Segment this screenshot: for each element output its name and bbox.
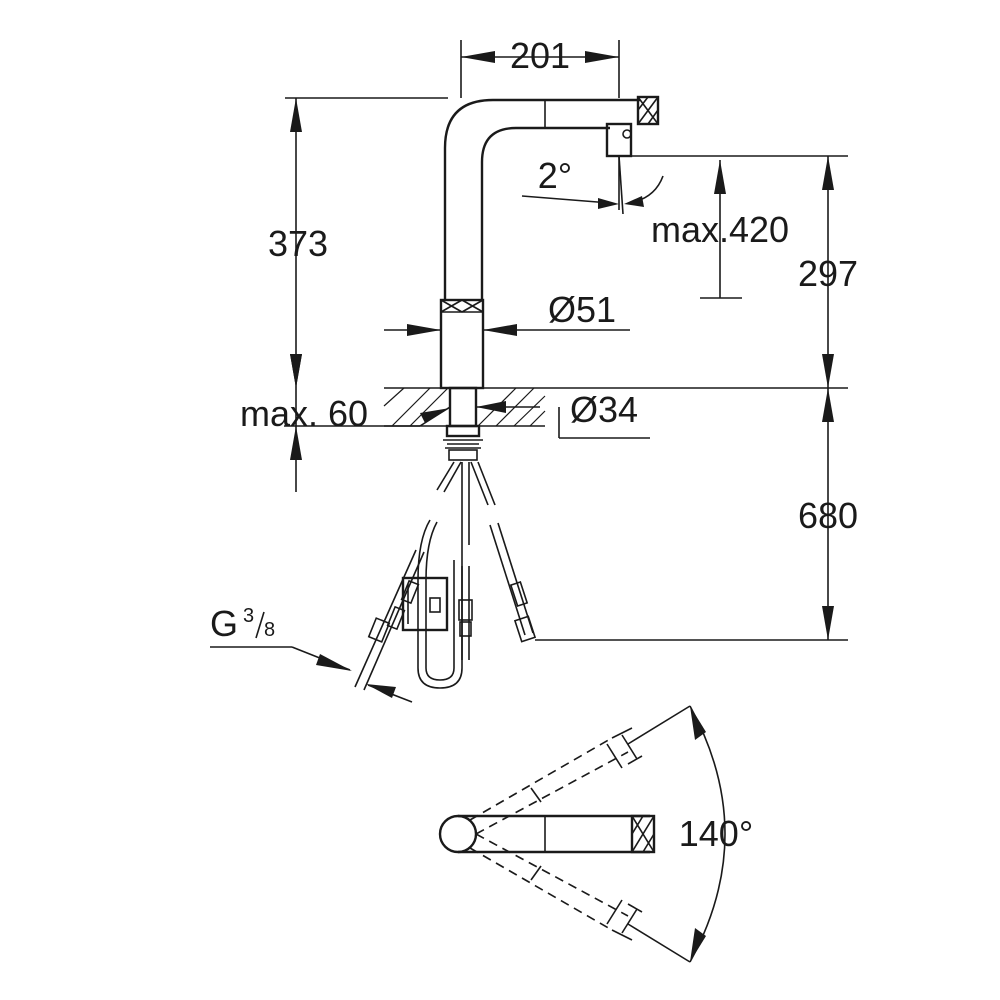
faucet-side-view	[439, 95, 660, 390]
pull-out-label: max.420	[651, 209, 789, 250]
dim-deck-thickness: max. 60	[240, 354, 451, 492]
connection-thread-denominator: 8	[264, 619, 275, 641]
connection-thread-numerator: 3	[243, 605, 254, 627]
dim-spout-reach: 201	[460, 35, 620, 98]
body-height-label: 373	[268, 223, 328, 264]
dim-outlet-height: 297	[631, 155, 858, 388]
hose-length-label: 680	[798, 495, 858, 536]
faucet-top-view: 140°	[438, 705, 753, 963]
swivel-angle-label: 140°	[679, 813, 753, 854]
connection-thread-letter: G	[210, 603, 238, 644]
outlet-height-label: 297	[798, 253, 858, 294]
dim-connection-thread: G 3 8	[210, 603, 413, 703]
body-diameter-label: Ø51	[548, 289, 616, 330]
hole-diameter-label: Ø34	[570, 389, 638, 430]
dim-pull-out: max.420	[651, 160, 789, 299]
dim-hole-diameter: Ø34	[476, 389, 650, 439]
dim-hose-length: 680	[535, 388, 858, 641]
dim-body-height: 373	[268, 97, 448, 388]
hoses	[354, 461, 537, 691]
dim-body-diameter: Ø51	[384, 289, 630, 336]
deck-thickness-label: max. 60	[240, 393, 368, 434]
spout-reach-label: 201	[510, 35, 570, 76]
dim-spout-tilt: 2°	[521, 155, 664, 215]
spout-tilt-label: 2°	[538, 155, 572, 196]
